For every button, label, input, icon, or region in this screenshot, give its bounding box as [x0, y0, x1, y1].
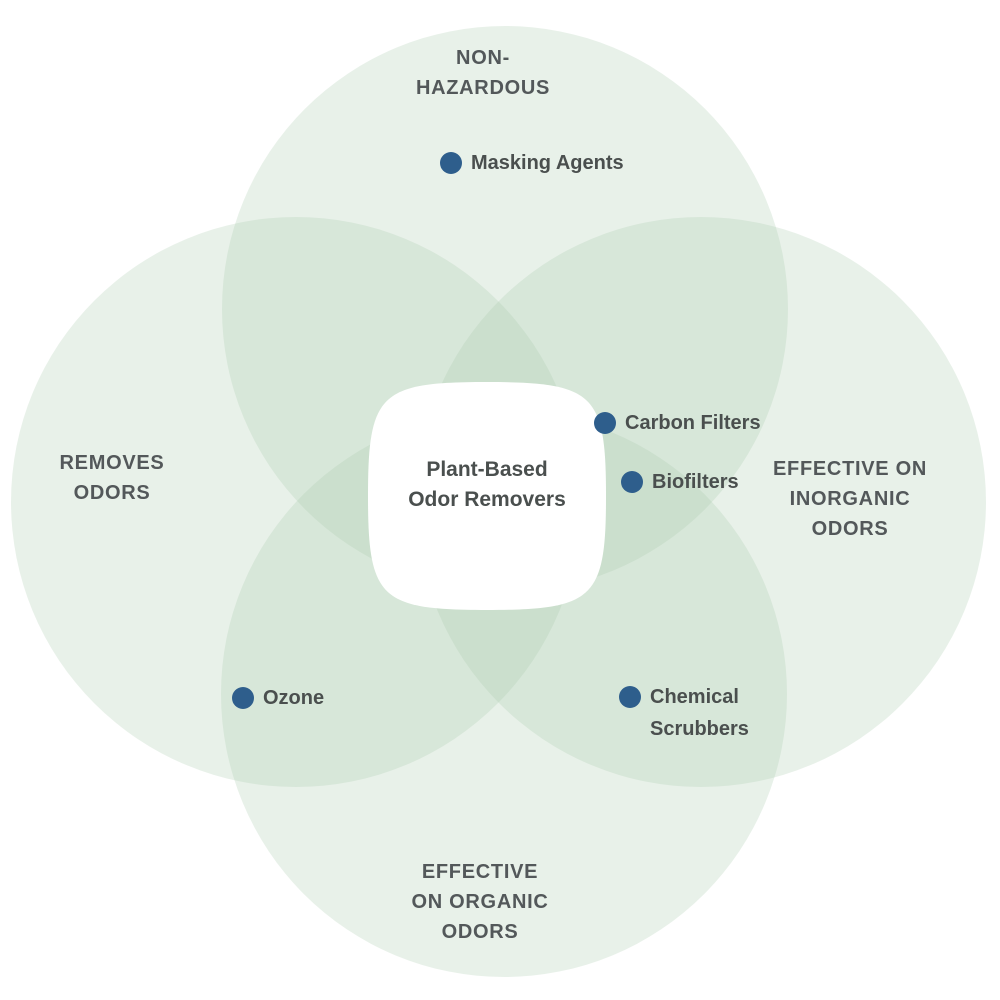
set-label-line: ODORS [811, 518, 889, 540]
set-label-line: EFFECTIVE ON [773, 458, 927, 480]
item-dot-icon [440, 152, 462, 174]
item-label: Carbon Filters [625, 412, 761, 434]
set-label-line: ODORS [73, 482, 151, 504]
item-plant-based-odor-removers: Plant-Based Odor Removers [337, 444, 637, 515]
set-label-line: ON ORGANIC [411, 891, 549, 913]
set-label-line: INORGANIC [789, 488, 911, 510]
item-label: Biofilters [652, 471, 739, 493]
item-label: Plant-Based [426, 458, 548, 481]
item-label: Scrubbers [650, 718, 749, 740]
set-label-effective-organic: EFFECTIVE ON ORGANIC ODORS [330, 857, 630, 947]
item-ozone: Ozone [232, 683, 324, 713]
venn-circle-removes-odors [11, 217, 581, 787]
item-dot-icon [621, 471, 643, 493]
set-label-non-hazardous: NON- HAZARDOUS [333, 43, 633, 103]
set-label-line: ODORS [441, 921, 519, 943]
set-label-line: NON- [456, 47, 510, 69]
venn-circle-effective-inorganic [416, 217, 986, 787]
venn-circle-effective-organic [221, 411, 787, 977]
item-label: Ozone [263, 687, 325, 709]
set-label-line: REMOVES [59, 452, 165, 474]
item-chemical-scrubbers: Chemical Scrubbers [619, 681, 749, 745]
item-masking-agents: Masking Agents [440, 148, 624, 178]
item-carbon-filters: Carbon Filters [594, 408, 761, 438]
item-label-group: Chemical Scrubbers [650, 681, 749, 745]
set-label-line: HAZARDOUS [415, 77, 551, 99]
center-white-squircle [368, 382, 606, 610]
item-label: Chemical [650, 686, 739, 708]
set-label-effective-inorganic: EFFECTIVE ON INORGANIC ODORS [700, 454, 1000, 544]
venn-circle-non-hazardous [222, 26, 788, 592]
item-label: Masking Agents [471, 152, 624, 174]
item-dot-icon [594, 412, 616, 434]
item-biofilters: Biofilters [621, 467, 739, 497]
set-label-line: EFFECTIVE [421, 861, 539, 883]
item-label: Odor Removers [408, 488, 566, 511]
item-dot-icon [619, 686, 641, 708]
center-item-label: Plant-Based Odor Removers [337, 455, 637, 515]
item-dot-icon [232, 687, 254, 709]
set-label-removes-odors: REMOVES ODORS [0, 448, 262, 508]
